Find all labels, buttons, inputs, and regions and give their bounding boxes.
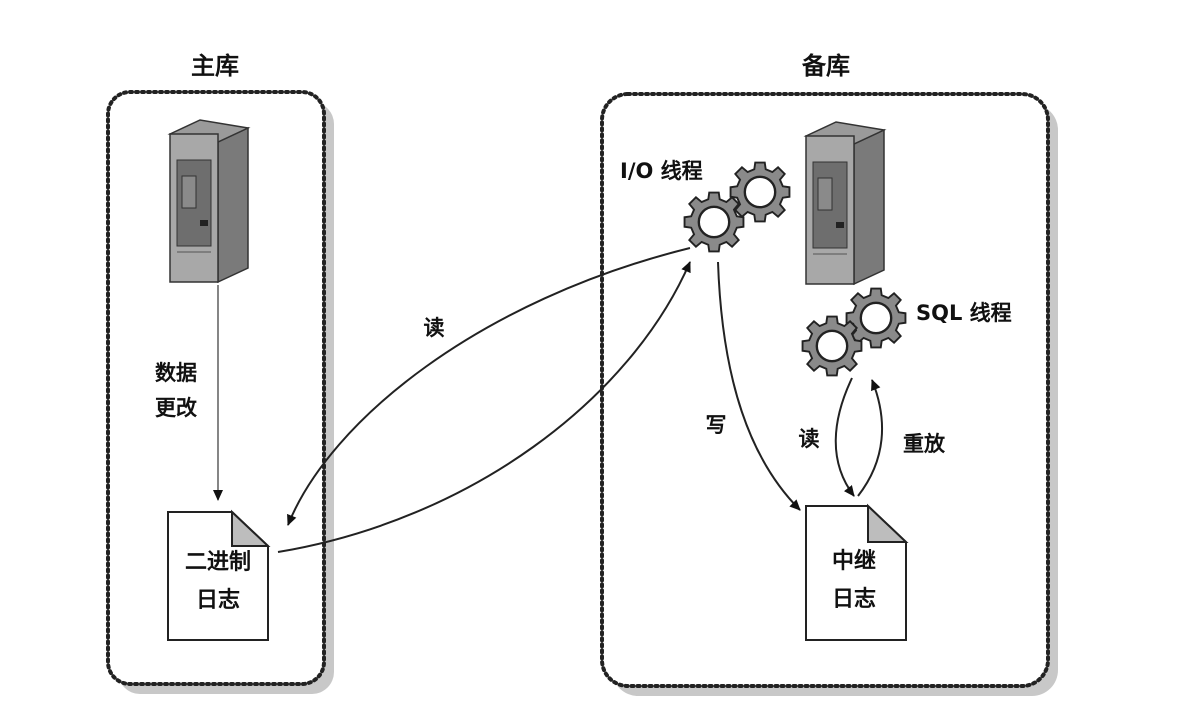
sql-read-arrow [834,377,855,497]
binary-log-document-icon [167,509,271,641]
data-change-label-line2: 更改 [155,396,198,420]
replay-label: 重放 [903,432,946,456]
write-relay-log-arrow [717,261,801,511]
slave-title: 备库 [801,52,850,80]
binary-log-line2: 日志 [196,588,240,613]
io-thread-label: I/O 线程 [620,159,703,183]
sql-read-label: 读 [799,427,820,451]
binlog-read-arrow [277,261,691,553]
master-server-icon [169,119,249,283]
master-title: 主库 [191,52,239,80]
relay-log-document-icon [805,503,909,641]
sql-replay-arrow [857,379,884,497]
binlog-request-arrow [287,247,691,526]
relay-log-line1: 中继 [832,548,876,574]
binary-log-line1: 二进制 [185,550,251,575]
data-change-label-line1: 数据 [155,361,197,385]
write-label: 写 [706,413,727,437]
read-binlog-label: 读 [424,316,445,340]
sql-thread-label: SQL 线程 [916,301,1012,325]
relay-log-line2: 日志 [832,587,876,612]
slave-server-icon [805,121,885,285]
